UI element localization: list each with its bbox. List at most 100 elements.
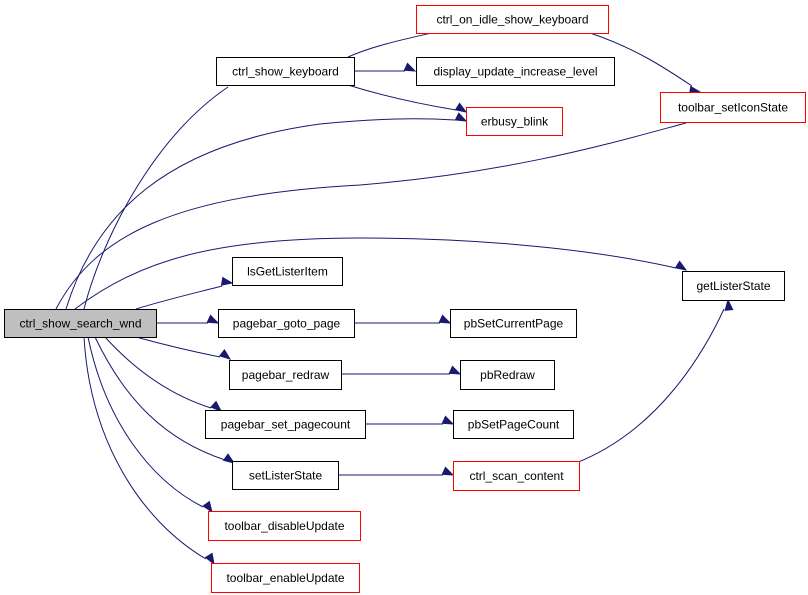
edge-pagebar_redraw-to-pbRedraw [341, 365, 462, 375]
edge-line [135, 285, 223, 310]
edge-line [83, 336, 207, 560]
edge-line [575, 308, 725, 464]
node-label: pbSetPageCount [468, 418, 560, 432]
edge-setListerState-to-ctrl_scan_content [338, 466, 455, 476]
arrowhead-icon [454, 112, 468, 122]
arrowhead-icon [202, 500, 213, 514]
node-box[interactable] [453, 410, 574, 439]
node-getListerState[interactable]: getListerState [682, 271, 785, 301]
edge-line [94, 336, 226, 461]
node-ctrl_scan_content[interactable]: ctrl_scan_content [453, 461, 580, 491]
edge-line [74, 237, 677, 310]
node-toolbar_setIconState[interactable]: toolbar_setIconState [660, 92, 806, 123]
node-label: toolbar_setIconState [678, 101, 788, 115]
arrowhead-icon [218, 348, 232, 360]
node-box[interactable] [4, 309, 157, 338]
node-label: ctrl_on_idle_show_keyboard [436, 13, 588, 27]
edge-ctrl_show_search_wnd-to-pagebar_goto_page [156, 314, 220, 324]
node-label: ctrl_show_keyboard [232, 65, 339, 79]
node-lsGetListerItem[interactable]: lsGetListerItem [232, 257, 343, 286]
arrowhead-icon [441, 466, 455, 476]
node-ctrl_show_keyboard[interactable]: ctrl_show_keyboard [216, 57, 355, 86]
node-label: toolbar_enableUpdate [226, 571, 344, 585]
arrowhead-icon [206, 314, 220, 324]
node-box[interactable] [453, 461, 580, 491]
arrowhead-icon [204, 552, 215, 566]
edge-ctrl_show_search_wnd-to-toolbar_enableUpdate [83, 336, 215, 566]
node-display_update_increase_level[interactable]: display_update_increase_level [416, 57, 615, 86]
node-label: lsGetListerItem [247, 265, 328, 279]
node-box[interactable] [205, 410, 366, 439]
edge-ctrl_show_search_wnd-to-ctrl_show_keyboard [83, 76, 238, 310]
edge-line [87, 336, 204, 508]
arrowhead-icon [448, 365, 462, 375]
node-label: toolbar_disableUpdate [224, 519, 344, 533]
edge-line [83, 86, 229, 310]
node-box[interactable] [216, 57, 355, 86]
edge-ctrl_show_search_wnd-to-lsGetListerItem [135, 276, 234, 310]
edge-line [55, 122, 687, 310]
edge-line [104, 336, 212, 409]
edge-ctrl_scan_content-to-getListerState [575, 298, 734, 464]
arrowhead-icon [441, 415, 455, 425]
node-pbRedraw[interactable]: pbRedraw [460, 360, 555, 390]
node-box[interactable] [660, 92, 806, 123]
node-label: pagebar_goto_page [233, 317, 341, 331]
node-box[interactable] [450, 309, 577, 338]
node-pagebar_goto_page[interactable]: pagebar_goto_page [218, 309, 355, 338]
node-ctrl_on_idle_show_keyboard[interactable]: ctrl_on_idle_show_keyboard [416, 5, 609, 34]
node-label: getListerState [696, 279, 770, 293]
node-label: ctrl_scan_content [469, 469, 564, 483]
edge-ctrl_show_search_wnd-to-pagebar_redraw [135, 336, 232, 360]
node-label: ctrl_show_search_wnd [19, 317, 141, 331]
node-box[interactable] [682, 271, 785, 301]
node-toolbar_disableUpdate[interactable]: toolbar_disableUpdate [208, 511, 361, 541]
node-label: setListerState [249, 469, 323, 483]
arrowhead-icon [438, 314, 452, 324]
edge-line [65, 118, 456, 310]
edge-line [589, 32, 693, 87]
arrowhead-icon [454, 102, 468, 113]
edge-line [135, 336, 221, 358]
edge-pagebar_goto_page-to-pbSetCurrentPage [354, 314, 452, 324]
node-box[interactable] [416, 57, 615, 86]
edges-layer [55, 23, 734, 566]
node-box[interactable] [218, 309, 355, 338]
edge-ctrl_show_search_wnd-to-getListerState [74, 237, 688, 310]
edge-ctrl_show_search_wnd-to-pagebar_set_pagecount [104, 336, 223, 412]
node-pbSetPageCount[interactable]: pbSetPageCount [453, 410, 574, 439]
node-box[interactable] [232, 461, 339, 490]
node-label: erbusy_blink [481, 115, 549, 129]
arrowhead-icon [403, 62, 417, 72]
node-box[interactable] [466, 107, 563, 136]
node-pagebar_set_pagecount[interactable]: pagebar_set_pagecount [205, 410, 366, 439]
arrowhead-icon [222, 453, 236, 464]
node-box[interactable] [229, 360, 342, 390]
node-label: display_update_increase_level [433, 65, 597, 79]
node-erbusy_blink[interactable]: erbusy_blink [466, 107, 563, 136]
node-box[interactable] [460, 360, 555, 390]
edge-ctrl_show_search_wnd-to-setListerState [94, 336, 236, 464]
node-ctrl_show_search_wnd[interactable]: ctrl_show_search_wnd [4, 309, 157, 338]
arrowhead-icon [674, 260, 688, 271]
edge-line [347, 31, 437, 58]
node-toolbar_enableUpdate[interactable]: toolbar_enableUpdate [211, 563, 360, 593]
node-box[interactable] [208, 511, 361, 541]
nodes-layer: ctrl_show_search_wndctrl_show_keyboardct… [4, 5, 806, 593]
node-label: pagebar_set_pagecount [221, 418, 351, 432]
node-label: pbSetCurrentPage [464, 317, 564, 331]
node-setListerState[interactable]: setListerState [232, 461, 339, 490]
edge-ctrl_show_keyboard-to-display_update_increase_level [354, 62, 417, 72]
edge-pagebar_set_pagecount-to-pbSetPageCount [365, 415, 455, 425]
arrowhead-icon [210, 400, 223, 412]
node-box[interactable] [416, 5, 609, 34]
node-label: pbRedraw [480, 368, 535, 382]
node-box[interactable] [211, 563, 360, 593]
edge-ctrl_show_search_wnd-to-toolbar_setIconState [55, 113, 698, 310]
node-label: pagebar_redraw [242, 368, 330, 382]
node-box[interactable] [232, 257, 343, 286]
node-pagebar_redraw[interactable]: pagebar_redraw [229, 360, 342, 390]
node-pbSetCurrentPage[interactable]: pbSetCurrentPage [450, 309, 577, 338]
edge-ctrl_show_search_wnd-to-erbusy_blink [65, 112, 468, 310]
